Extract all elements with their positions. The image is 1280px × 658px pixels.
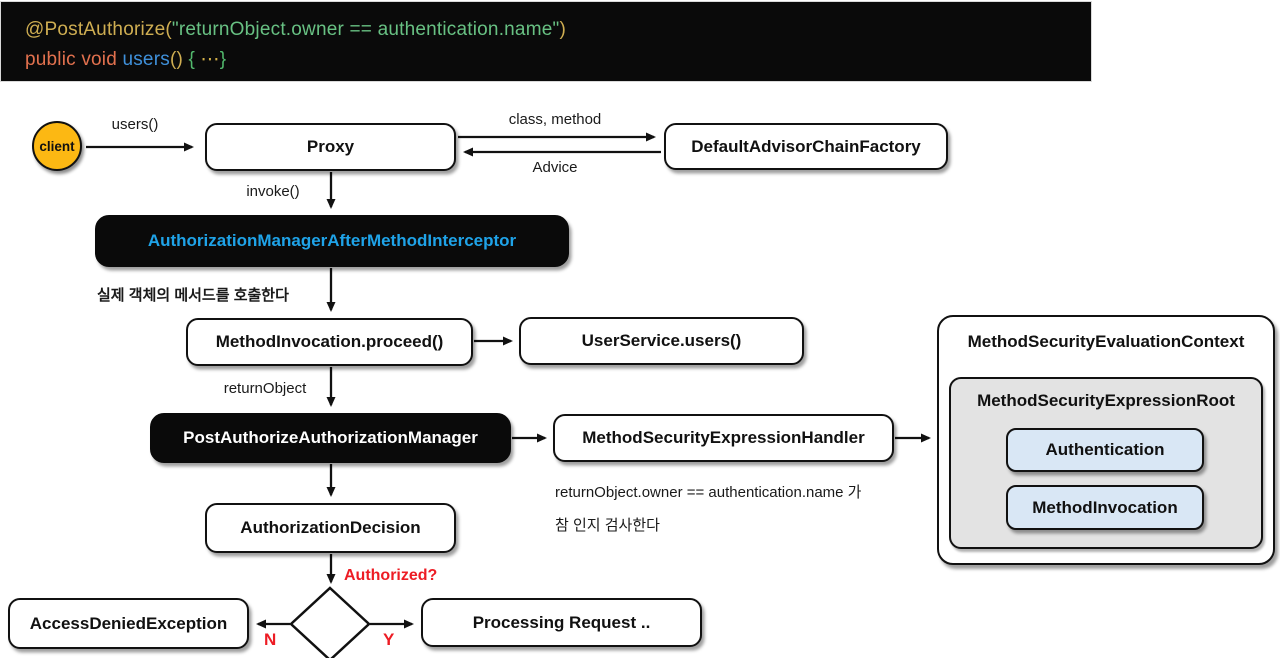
node-default-advisor-chain-factory: DefaultAdvisorChainFactory: [664, 123, 948, 170]
edge-label-no: N: [264, 630, 277, 649]
edge-label-authorized: Authorized?: [344, 567, 438, 584]
code-expression-string: "returnObject.owner == authentication.na…: [171, 19, 560, 40]
node-post-authorize-label: PostAuthorizeAuthorizationManager: [183, 428, 478, 447]
node-user-service-users: UserService.users(): [519, 317, 804, 365]
code-close-paren: ): [559, 19, 566, 40]
client-node: client: [32, 121, 82, 171]
node-method-security-expression-handler: MethodSecurityExpressionHandler: [553, 414, 894, 462]
node-post-authorize-authorization-manager: PostAuthorizeAuthorizationManager: [150, 413, 511, 463]
annotation-check-note-line1: returnObject.owner == authentication.nam…: [555, 484, 862, 501]
node-proxy-label: Proxy: [306, 137, 355, 156]
code-line-method: public void users() { ⋯}: [25, 45, 1091, 75]
code-annotation-token: @PostAuthorize(: [25, 19, 172, 40]
edge-label-return-object: returnObject: [223, 380, 307, 397]
code-keywords: public void: [25, 49, 123, 70]
node-method-invocation-proceed: MethodInvocation.proceed(): [186, 318, 473, 366]
code-snippet-block: @PostAuthorize("returnObject.owner == au…: [0, 1, 1092, 82]
node-authentication: Authentication: [1006, 428, 1204, 472]
expression-root-title: MethodSecurityExpressionRoot: [977, 391, 1235, 410]
node-method-invocation: MethodInvocation: [1006, 485, 1204, 530]
code-ellipsis: ⋯: [200, 49, 220, 70]
annotation-check-note-line2: 참 인지 검사한다: [555, 517, 660, 534]
node-authentication-label: Authentication: [1045, 440, 1165, 459]
code-parens: (): [169, 49, 183, 70]
node-decision-label: AuthorizationDecision: [240, 518, 421, 537]
evaluation-context-title: MethodSecurityEvaluationContext: [967, 332, 1245, 351]
code-method-name: users: [122, 49, 170, 70]
decision-diamond: [289, 586, 371, 658]
edge-label-yes: Y: [383, 630, 395, 649]
node-proceed-label: MethodInvocation.proceed(): [215, 332, 444, 351]
code-brace-open: {: [183, 49, 201, 70]
edge-label-users-call: users(): [111, 116, 159, 133]
edge-label-advice: Advice: [532, 159, 578, 176]
node-access-denied-label: AccessDeniedException: [29, 613, 228, 633]
edge-label-class-method: class, method: [508, 111, 602, 128]
node-factory-label: DefaultAdvisorChainFactory: [691, 136, 921, 156]
node-processing-request: Processing Request ..: [421, 598, 702, 647]
node-authorization-manager-after-method-interceptor: AuthorizationManagerAfterMethodIntercept…: [95, 215, 569, 267]
node-authorization-decision: AuthorizationDecision: [205, 503, 456, 553]
node-interceptor-label: AuthorizationManagerAfterMethodIntercept…: [147, 231, 517, 250]
node-access-denied-exception: AccessDeniedException: [8, 598, 249, 649]
edge-label-invoke: invoke(): [246, 183, 300, 200]
node-processing-label: Processing Request ..: [472, 612, 651, 632]
node-proxy: Proxy: [205, 123, 456, 171]
node-method-invocation-label: MethodInvocation: [1032, 497, 1178, 517]
client-label: client: [39, 138, 75, 154]
code-brace-close: }: [219, 49, 227, 70]
annotation-invoke-note: 실제 객체의 메서드를 호출한다: [97, 287, 289, 304]
code-line-annotation: @PostAuthorize("returnObject.owner == au…: [25, 15, 1091, 45]
node-user-service-label: UserService.users(): [581, 331, 742, 350]
node-handler-label: MethodSecurityExpressionHandler: [582, 428, 865, 447]
